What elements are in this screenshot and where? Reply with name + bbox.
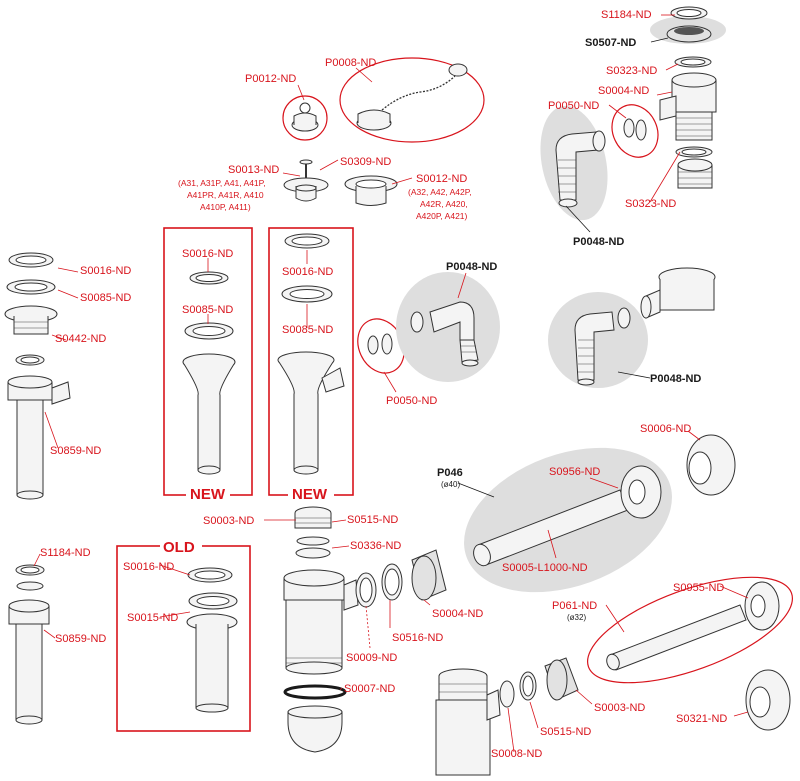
label-s0004-top: S0004-ND [598,85,649,97]
label-s0012-note-1: (A32, A42, A42P, [408,187,472,197]
strainer-s0012 [344,175,398,206]
label-s0006: S0006-ND [640,423,691,435]
label-s0005: S0005-L1000-ND [502,562,588,574]
label-p0048-top: P0048-ND [573,236,624,248]
rosette-s0956 [620,465,662,519]
left-bottom-assembly [8,564,50,725]
label-s0016-new2: S0016-ND [282,266,333,278]
rosette-s0321 [745,669,791,731]
label-s0336: S0336-ND [350,540,401,552]
label-p0008: P0008-ND [325,57,376,69]
label-s0085-new1: S0085-ND [182,304,233,316]
elbow-p0048-top [555,130,606,208]
label-p0012: P0012-ND [245,73,296,85]
label-s0012-note-3: A420P, A421) [416,211,468,221]
label-s0007: S0007-ND [344,683,395,695]
label-s0016-old: S0016-ND [123,561,174,573]
label-p061-note: (ø32) [567,613,586,622]
trap-head-right [640,267,716,319]
label-s0015: S0015-ND [127,612,178,624]
label-old: OLD [163,539,195,556]
gasket-s0007 [283,684,347,700]
label-s1184-top: S1184-ND [601,9,652,21]
label-s1184-left: S1184-ND [40,547,91,559]
trap-side-parts [355,549,447,608]
label-p046-note: (ø40) [441,480,460,489]
group-p0008 [339,57,485,143]
tube-p061 [606,604,747,671]
label-s0956: S0956-ND [549,466,600,478]
label-s0016-left: S0016-ND [80,265,131,277]
label-s0442: S0442-ND [55,333,106,345]
plug-chain-p0008 [356,63,468,131]
left-column-assembly [4,252,71,500]
label-s0013-note-3: A410P, A411) [200,202,251,212]
new-box-2-parts [277,233,345,475]
bottle-trap-bottom [435,657,579,776]
trap-cup [287,711,343,753]
label-s0309: S0309-ND [340,156,391,168]
label-s0004-mid: S0004-ND [432,608,483,620]
label-s0008: S0008-ND [491,748,542,760]
leader-lines [33,14,749,753]
label-p0050-top: P0050-ND [548,100,599,112]
elbow-p0048-right [574,307,631,386]
plug-p0012 [291,102,319,132]
label-s0016-new1: S0016-ND [182,248,233,260]
label-p0048-right: P0048-ND [650,373,701,385]
label-p0050-mid: P0050-ND [386,395,437,407]
elbow-p0048-mid [410,301,479,367]
label-s0012-note-2: A42R, A420, [420,199,468,209]
group-p0050-top [611,104,659,158]
label-s0013-note-2: A41PR, A41R, A410 [187,190,264,200]
label-s0009: S0009-ND [346,652,397,664]
label-p046: P046 [437,467,463,479]
top-right-assembly [650,6,726,189]
rosette-s0006 [686,434,736,496]
label-s0859-left: S0859-ND [50,445,101,457]
label-s0003-bottom: S0003-ND [594,702,645,714]
label-s0507: S0507-ND [585,37,636,49]
label-s0323-mid: S0323-ND [625,198,676,210]
label-p061: P061-ND [552,600,597,612]
group-p061 [586,576,794,684]
label-s0515-top: S0515-ND [347,514,398,526]
label-s0955: S0955-ND [673,582,724,594]
label-s0515-bottom: S0515-ND [540,726,591,738]
rosette-s0955 [744,581,780,631]
group-p0012 [282,95,328,141]
label-s0085-new2: S0085-ND [282,324,333,336]
label-new-2: NEW [292,486,328,503]
label-s0012: S0012-ND [416,173,467,185]
bottle-trap-center [283,506,359,753]
strainer-s0013 [283,159,329,202]
old-box-parts [186,567,238,713]
label-s0321: S0321-ND [676,713,727,725]
label-s0013-note-1: (A31, A31P, A41, A41P, [178,178,266,188]
label-s0003-top: S0003-ND [203,515,254,527]
label-s0323-top: S0323-ND [606,65,657,77]
labels: S1184-ND S0507-ND S0323-ND S0004-ND P005… [40,9,727,760]
new-box-1-parts [182,271,236,475]
label-p0048-mid: P0048-ND [446,261,497,273]
label-s0516: S0516-ND [392,632,443,644]
label-new-1: NEW [190,486,226,503]
label-s0013: S0013-ND [228,164,279,176]
label-s0085-left: S0085-ND [80,292,131,304]
label-s0859-bottom: S0859-ND [55,633,106,645]
